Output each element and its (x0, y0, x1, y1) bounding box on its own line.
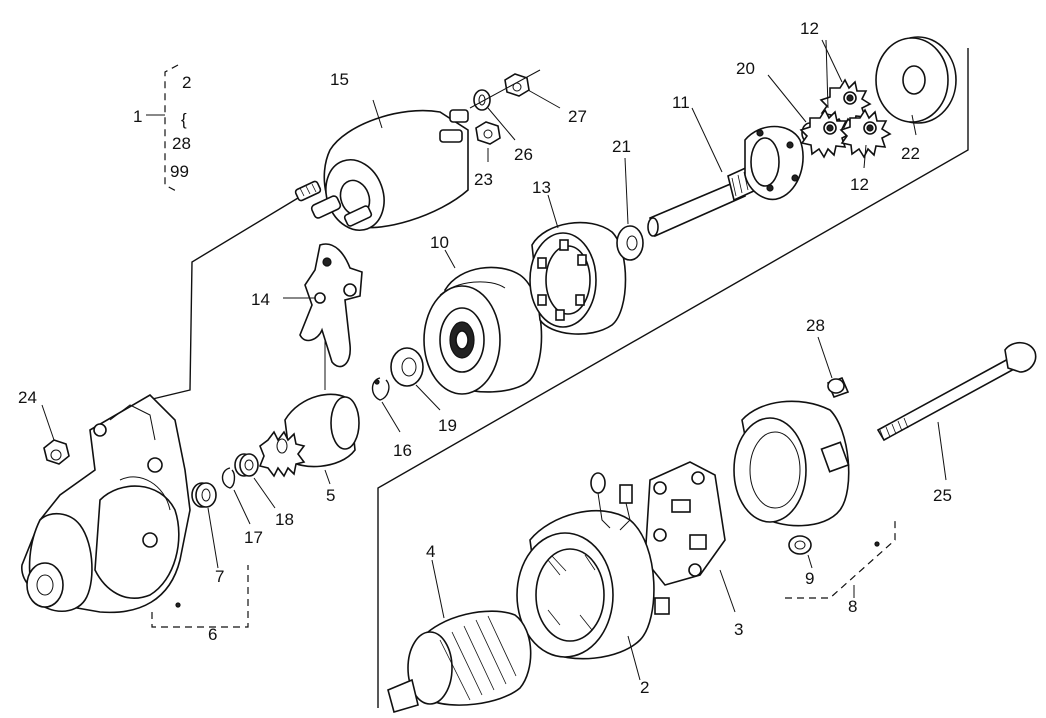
drive-shaft-11 (647, 107, 804, 238)
callout-26: 26 (514, 145, 533, 164)
snap-ring-16 (371, 377, 401, 433)
drive-housing (21, 393, 191, 614)
washer-21 (616, 157, 644, 261)
armature-4 (387, 559, 532, 713)
callout-23: 23 (474, 170, 493, 189)
nut-27 (469, 69, 561, 109)
callout-14: 14 (251, 290, 270, 309)
callout-1-range-end: 99 (170, 162, 189, 181)
callout-27: 27 (568, 107, 587, 126)
group-1-bracket (146, 64, 179, 193)
callout-9: 9 (805, 569, 814, 588)
planet-gears-12 (799, 39, 892, 169)
callout-19: 19 (438, 416, 457, 435)
solenoid-15 (294, 99, 469, 231)
pinion-clutch-5 (258, 393, 360, 485)
yoke-field-coil-2 (516, 472, 670, 681)
callout-10: 10 (430, 233, 449, 252)
callout-12-top: 12 (800, 19, 819, 38)
gear-housing-10 (423, 249, 543, 395)
callout-11: 11 (672, 93, 690, 112)
snap-ring-17 (221, 467, 251, 525)
callout-16: 16 (393, 441, 412, 460)
plate-22 (875, 36, 957, 136)
callout-1: 1 (133, 107, 142, 126)
callout-1-range-brace: { (181, 110, 187, 129)
callout-3: 3 (734, 620, 743, 639)
callout-25: 25 (933, 486, 952, 505)
callout-17: 17 (244, 528, 263, 547)
callout-8: 8 (848, 597, 857, 616)
washer-19 (390, 347, 441, 411)
ring-18 (234, 453, 276, 509)
callout-1-range-28: 28 (172, 134, 191, 153)
callout-2: 2 (640, 678, 649, 697)
nut-24 (41, 404, 70, 465)
internal-gear-13 (529, 194, 627, 335)
screw-28 (817, 336, 850, 399)
callout-18: 18 (275, 510, 294, 529)
through-bolt-25 (876, 341, 1037, 481)
callout-5: 5 (326, 486, 335, 505)
callout-labels: 1 2 { 28 99 15 23 26 27 11 20 12 12 22 2… (18, 19, 952, 697)
callout-22: 22 (901, 144, 920, 163)
group-8-bracket (785, 520, 896, 599)
callout-7: 7 (215, 567, 224, 586)
end-cover (733, 400, 880, 547)
nut-23 (475, 121, 501, 162)
callout-15: 15 (330, 70, 349, 89)
callout-1-range-start: 2 (182, 73, 191, 92)
callout-13: 13 (532, 178, 551, 197)
callout-4: 4 (426, 542, 435, 561)
shift-lever-14 (283, 243, 363, 368)
grommet-9 (788, 535, 813, 569)
callout-21: 21 (612, 137, 631, 156)
callout-28: 28 (806, 316, 825, 335)
collar-7 (191, 482, 219, 569)
brush-holder-3 (644, 461, 736, 613)
callout-12-bottom: 12 (850, 175, 869, 194)
group-6-bracket (151, 565, 249, 628)
callout-6: 6 (208, 625, 217, 644)
callout-20: 20 (736, 59, 755, 78)
callout-24: 24 (18, 388, 37, 407)
